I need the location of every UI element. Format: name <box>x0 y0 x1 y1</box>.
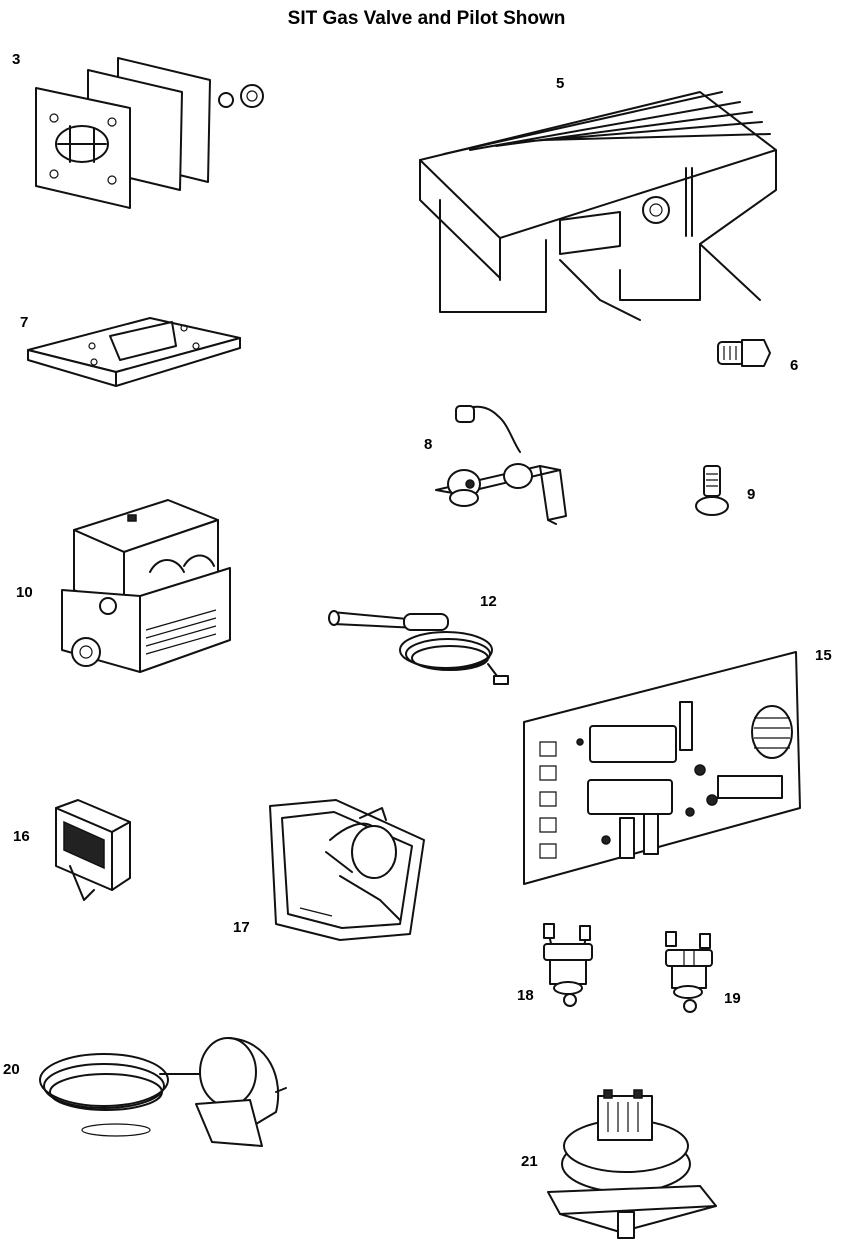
circuit-board-icon <box>524 652 800 884</box>
plate-icon <box>28 318 240 386</box>
part-number-18: 18 <box>517 987 534 1004</box>
part-number-7: 7 <box>20 314 29 331</box>
rocker-switch-icon <box>56 800 130 900</box>
thermostat-probe-icon <box>40 1038 286 1146</box>
limit-switch-icon <box>544 924 592 1006</box>
gas-valve-icon <box>62 500 230 672</box>
heat-exchanger-icon <box>420 92 776 320</box>
igniter-icon <box>696 466 728 515</box>
part-number-10: 10 <box>16 584 33 601</box>
part-number-15: 15 <box>815 647 832 664</box>
thermocouple-icon <box>329 611 508 684</box>
part-number-20: 20 <box>3 1061 20 1078</box>
part-number-8: 8 <box>424 436 433 453</box>
part-number-19: 19 <box>724 990 741 1007</box>
part-number-3: 3 <box>12 51 21 68</box>
fitting-icon <box>718 340 770 366</box>
part-number-21: 21 <box>521 1153 538 1170</box>
blower-housing-icon <box>270 800 424 940</box>
part-number-6: 6 <box>790 357 799 374</box>
pilot-assembly-icon <box>436 406 566 524</box>
part-number-17: 17 <box>233 919 250 936</box>
limit-switch-icon <box>666 932 712 1012</box>
pressure-switch-icon <box>548 1090 716 1238</box>
gasket-assembly-icon <box>36 58 263 208</box>
page-title: SIT Gas Valve and Pilot Shown <box>287 8 566 29</box>
part-number-5: 5 <box>556 75 565 92</box>
part-number-9: 9 <box>747 486 756 503</box>
part-number-16: 16 <box>13 828 30 845</box>
part-number-12: 12 <box>480 593 497 610</box>
